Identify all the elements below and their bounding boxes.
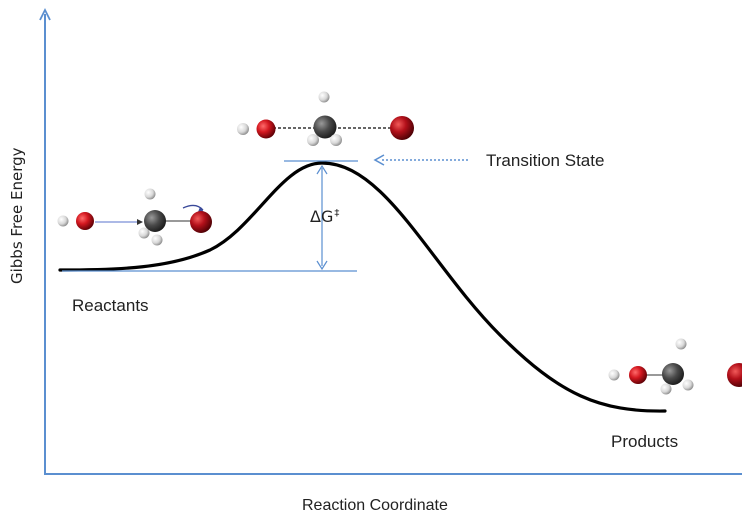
reactants-label: Reactants (72, 296, 149, 316)
reactants-molecule (58, 189, 213, 246)
transition-state-molecule (237, 92, 414, 147)
delta-g-symbol: ΔG (310, 207, 333, 226)
products-label: Products (611, 432, 678, 452)
delta-g-double-dagger: ‡ (334, 208, 339, 219)
y-axis-label: Gibbs Free Energy (8, 147, 26, 284)
axes (40, 10, 742, 474)
delta-g-label: ΔG‡ (310, 207, 339, 226)
energy-curve (60, 163, 665, 411)
x-axis-label: Reaction Coordinate (302, 497, 448, 515)
products-molecule (609, 339, 742, 395)
transition-state-label: Transition State (486, 151, 604, 171)
transition-state-pointer (375, 155, 470, 165)
